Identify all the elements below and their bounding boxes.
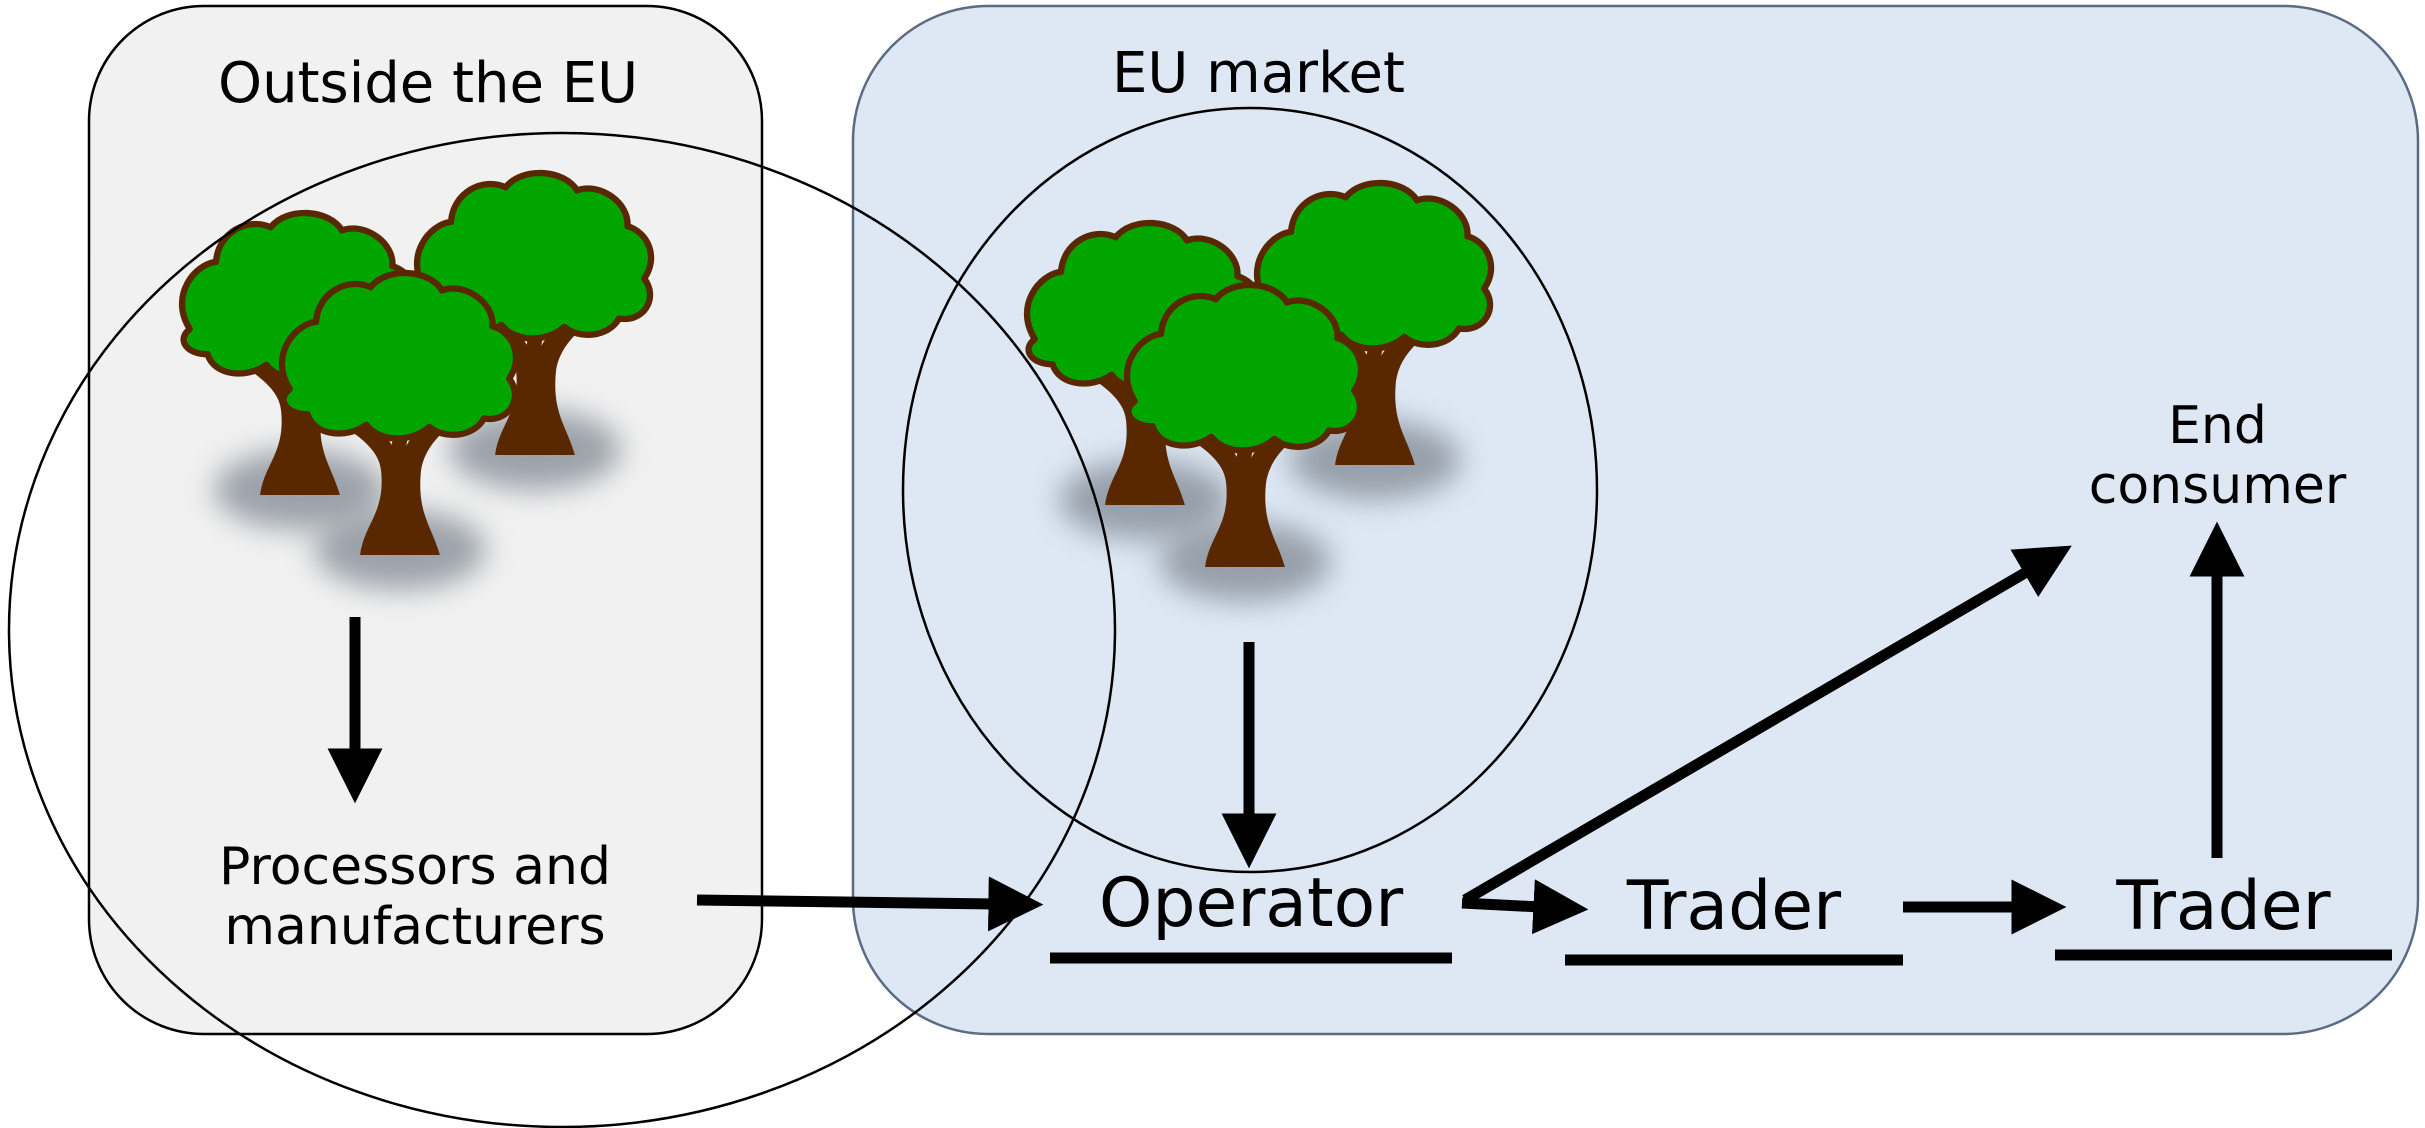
processors-label-line1: Processors and (219, 837, 611, 897)
scope-ellipse-eu (901, 106, 1599, 874)
processors-label: Processors and manufacturers (190, 837, 640, 958)
arrow-operator-to-consumer (1462, 545, 2072, 905)
eu-market-title: EU market (1112, 41, 1405, 106)
scope-ellipse-large (7, 131, 1117, 1128)
end-consumer-label-line2: consumer (2088, 455, 2347, 516)
processors-label-line2: manufacturers (224, 896, 606, 957)
end-consumer-label-line1: End (2168, 396, 2267, 456)
arrow-operator-to-trader (1461, 879, 1589, 935)
trader-2-label: Trader (2116, 867, 2331, 946)
outside-eu-title: Outside the EU (218, 51, 639, 116)
trader-1-label: Trader (1626, 867, 1842, 946)
end-consumer-label: End consumer (2050, 396, 2385, 517)
arrow-processors-to-operator (696, 876, 1044, 932)
operator-label: Operator (1098, 864, 1404, 943)
